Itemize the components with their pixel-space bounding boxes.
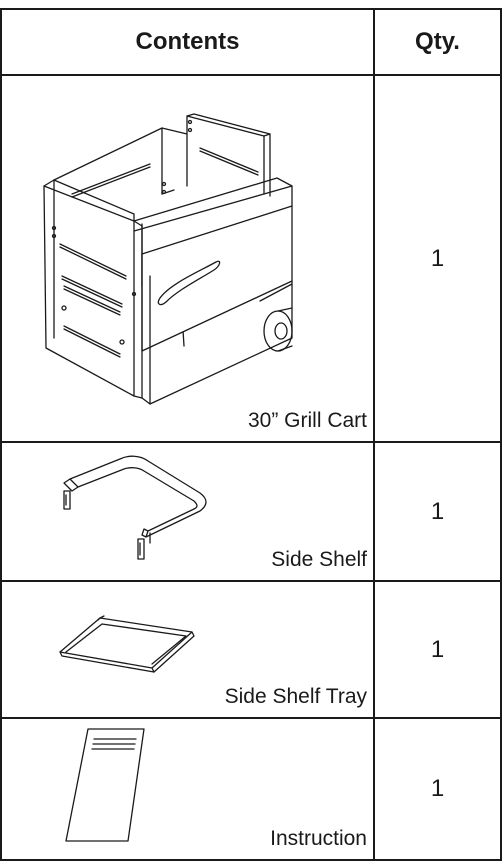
side-shelf-illustration [2, 443, 374, 578]
qty-column-header: Qty. [373, 8, 502, 76]
table-row: Side Shelf 1 [0, 441, 502, 582]
side-shelf-tray-illustration [2, 582, 374, 715]
instruction-label: Instruction [270, 827, 367, 850]
instruction-cell: Instruction [0, 717, 375, 861]
side-shelf-tray-qty: 1 [373, 580, 502, 719]
table-row: 30” Grill Cart 1 [0, 74, 502, 443]
grill-cart-qty: 1 [373, 74, 502, 443]
instruction-illustration [2, 719, 374, 857]
side-shelf-tray-cell: Side Shelf Tray [0, 580, 375, 719]
table-row: Side Shelf Tray 1 [0, 580, 502, 719]
side-shelf-cell: Side Shelf [0, 441, 375, 582]
grill-cart-illustration [2, 76, 374, 439]
contents-column-header: Contents [0, 8, 375, 76]
side-shelf-qty: 1 [373, 441, 502, 582]
grill-cart-cell: 30” Grill Cart [0, 74, 375, 443]
contents-table: Contents Qty. [0, 8, 502, 861]
instruction-qty: 1 [373, 717, 502, 861]
table-header-row: Contents Qty. [0, 8, 502, 76]
grill-cart-label: 30” Grill Cart [247, 409, 367, 432]
side-shelf-label: Side Shelf [271, 548, 367, 571]
table-row: Instruction 1 [0, 717, 502, 861]
side-shelf-tray-label: Side Shelf Tray [224, 685, 367, 708]
